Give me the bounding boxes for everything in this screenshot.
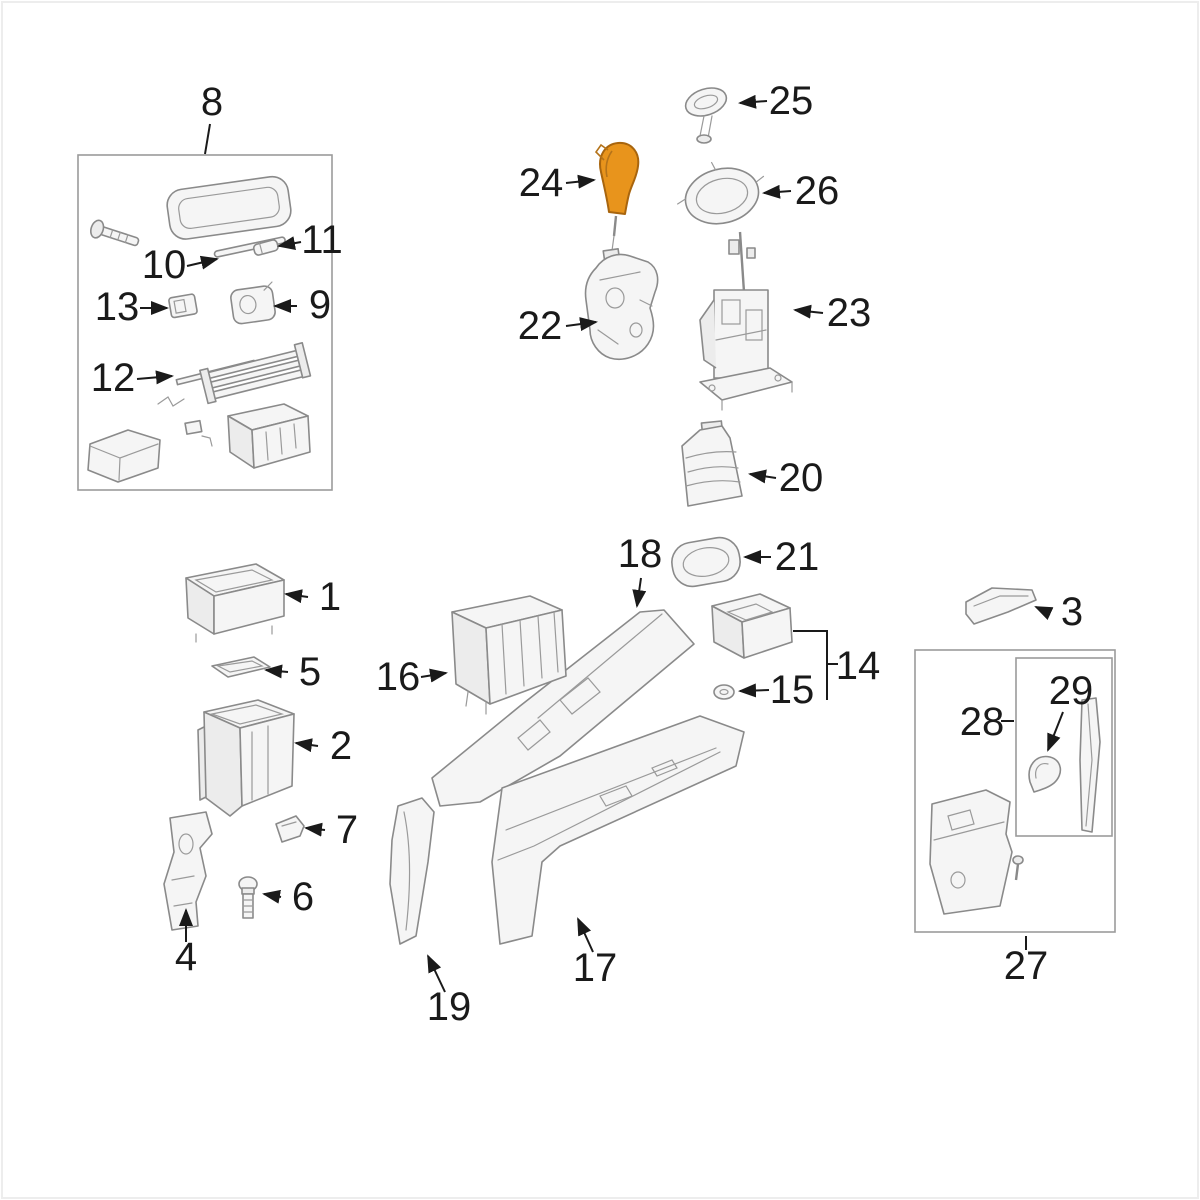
part-16-drawing	[451, 595, 567, 715]
part-labels: 8 11 10 13 9 12 25 24 26 22 23 20 21 18 …	[91, 79, 1094, 1029]
leader-23	[793, 304, 824, 319]
leader-2	[294, 738, 319, 753]
leader-29	[1047, 711, 1064, 752]
part-15-label: 15	[770, 668, 815, 712]
part-19-drawing	[389, 797, 435, 945]
part-27-frame-box	[914, 649, 1116, 933]
part-1-drawing	[185, 563, 285, 643]
part-29-strip-drawing	[1079, 697, 1101, 833]
part-20-label: 20	[779, 456, 824, 500]
leader-12	[136, 370, 174, 385]
leader-5	[264, 664, 289, 679]
part-16-label: 16	[376, 655, 421, 699]
part-29-drawing	[1028, 755, 1062, 793]
part-21-label: 21	[775, 535, 820, 579]
part-28-drawing	[929, 789, 1024, 915]
part-5-label: 5	[299, 650, 321, 694]
leader-lines	[136, 94, 1064, 993]
leader-19	[427, 954, 446, 993]
part-22-drawing	[584, 248, 659, 360]
armrest-tray-drawing	[87, 429, 161, 483]
leader-11	[277, 236, 302, 251]
part-27-group	[914, 649, 1116, 933]
leader-10	[186, 255, 219, 270]
part-10-label: 10	[142, 243, 187, 287]
armrest-small-parts-drawing	[157, 396, 213, 447]
part-26-label: 26	[795, 169, 840, 213]
armrest-box-drawing	[227, 403, 311, 469]
part-14-drawing	[711, 593, 793, 659]
leader-18	[632, 577, 647, 608]
part-5-drawing	[211, 656, 271, 678]
part-13-label: 13	[95, 285, 140, 329]
part-1-label: 1	[319, 575, 341, 619]
part-6-drawing	[238, 876, 258, 919]
part-24-label: 24	[519, 161, 564, 205]
part-15-drawing	[713, 684, 735, 700]
part-23-label: 23	[827, 291, 872, 335]
part-7-label: 7	[336, 808, 358, 852]
armrest-bolt-drawing	[89, 219, 140, 247]
part-4-drawing	[163, 811, 213, 931]
leader-6	[262, 889, 282, 904]
leader-7	[304, 822, 326, 837]
part-18-label: 18	[618, 532, 663, 576]
part-25-label: 25	[769, 79, 814, 123]
leader-3	[1034, 606, 1054, 620]
leader-24	[565, 174, 596, 189]
part-29-frame-box	[1015, 657, 1113, 837]
armrest-rails-drawing	[199, 342, 312, 405]
part-3-label: 3	[1061, 590, 1083, 634]
leader-26	[762, 184, 792, 199]
part-8-frame-box	[77, 154, 333, 491]
part-18-drawing	[431, 609, 695, 807]
leader-8	[204, 123, 211, 155]
leader-17	[577, 917, 594, 953]
leader-14	[793, 630, 828, 700]
part-17-label: 17	[573, 946, 618, 990]
part-25-drawing	[684, 87, 728, 144]
part-26-drawing	[677, 161, 765, 225]
part-21-drawing	[671, 536, 741, 588]
leader-22	[565, 317, 598, 332]
shift-knob-highlighted	[599, 141, 640, 215]
leader-25	[738, 94, 768, 109]
part-6-label: 6	[292, 875, 314, 919]
part-12-label: 12	[91, 356, 136, 400]
leader-1	[284, 589, 309, 604]
leader-15	[738, 683, 770, 698]
part-8-group	[77, 154, 333, 491]
part-8-label: 8	[201, 80, 223, 124]
part-3-drawing	[965, 587, 1037, 625]
part-17-drawing	[491, 715, 745, 945]
armrest-lid-drawing	[166, 175, 292, 240]
part-2-label: 2	[330, 724, 352, 768]
leader-20	[748, 469, 777, 484]
part-22-label: 22	[518, 304, 563, 348]
part-29-label: 29	[1049, 669, 1094, 713]
part-4-label: 4	[175, 935, 197, 979]
part-23-drawing	[699, 231, 793, 411]
part-19-label: 19	[427, 985, 472, 1029]
part-2-drawing	[197, 699, 295, 817]
part-9-drawing	[230, 281, 276, 325]
part-27-label: 27	[1004, 944, 1049, 988]
part-24-drawing	[594, 141, 640, 259]
part-28-label: 28	[960, 700, 1005, 744]
part-9-label: 9	[309, 283, 331, 327]
part-20-drawing	[681, 420, 743, 507]
leader-16	[420, 668, 448, 683]
part-7-drawing	[275, 815, 305, 843]
part-14-label: 14	[836, 644, 881, 688]
part-13-drawing	[168, 293, 198, 319]
part-11-label: 11	[301, 218, 343, 262]
part-11-drawing	[252, 239, 279, 256]
